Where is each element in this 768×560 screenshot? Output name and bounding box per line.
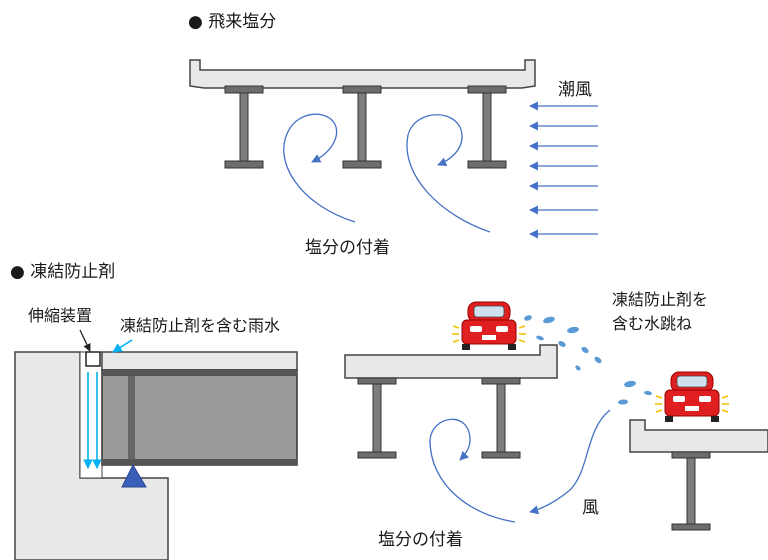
bridge-deck-1 [189,59,536,89]
car-red-1 [452,301,526,350]
girder-upper-2 [481,377,521,459]
splash-label-line2: 含む水跳ね [612,314,693,333]
wind-curve [529,409,611,515]
girder-3 [467,85,507,169]
sea-wind-label: 潮風 [558,80,592,100]
car-red-2 [655,371,729,422]
rain-pointer-arrow [112,339,133,353]
expansion-gap [79,351,103,479]
heading-airborne-salt: ● 飛来塩分 [188,12,277,32]
salt-deposit-label-1: 塩分の付着 [305,238,390,258]
girder-upper-1 [357,377,397,459]
expansion-joint-label: 伸縮装置 [28,306,93,325]
rain-drip-arrows [83,372,102,469]
joint-device [85,351,101,367]
bridge-deck-lower [629,419,768,453]
salt-swirl-1 [283,113,356,223]
rainwater-label: 凍結防止剤を含む雨水 [120,316,281,335]
sea-wind-arrows [529,101,598,239]
salt-swirl-2 [406,114,491,233]
heading-deicing-agent: ● 凍結防止剤 [10,262,116,282]
steel-girder-box [101,369,298,466]
girder-lower [671,451,711,531]
salt-swirl-3 [429,418,516,523]
bridge-deck-upper [344,344,558,379]
bearing [121,463,147,488]
deck-slab-2 [101,351,298,371]
girder-2 [342,85,382,169]
girder-1 [224,85,264,169]
salt-deposit-label-2: 塩分の付着 [378,530,463,550]
splash-droplets [524,315,652,405]
splash-label-line1: 凍結防止剤を [612,290,709,309]
joint-pointer-line [79,329,91,352]
wind-label: 風 [582,498,599,518]
